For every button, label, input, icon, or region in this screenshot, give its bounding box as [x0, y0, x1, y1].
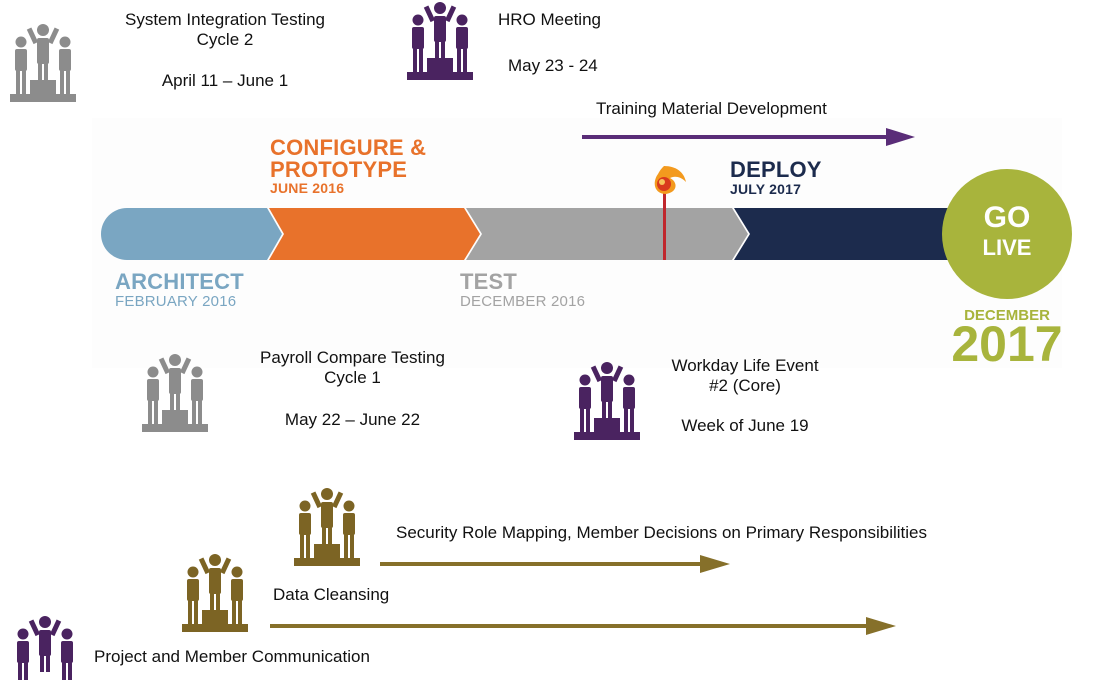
deploy-label: DEPLOY JULY 2017 [730, 159, 822, 197]
payroll-date: May 22 – June 22 [284, 409, 421, 429]
test-date: DECEMBER 2016 [460, 292, 586, 310]
configure-title-line2: PROTOTYPE [270, 156, 408, 182]
fireball-marker-icon [654, 166, 686, 260]
people-podium-icon [407, 2, 473, 80]
test-title: TEST [460, 269, 518, 294]
architect-date: FEBRUARY 2016 [115, 292, 237, 310]
training-label: Training Material Development [596, 99, 827, 118]
configure-segment [269, 208, 480, 260]
workday-event: Workday Life Event #2 (Core) Week of Jun… [625, 356, 865, 436]
go-live-circle: GO LIVE [942, 169, 1072, 299]
people-podium-icon [182, 554, 248, 632]
sit-title-line2: Cycle 2 [196, 30, 254, 50]
cleansing-arrow [270, 617, 896, 635]
people-podium-icon [10, 24, 76, 102]
communication-label: Project and Member Communication [94, 647, 370, 666]
workday-date: Week of June 19 [681, 415, 809, 435]
cleansing-milestone-icon [182, 554, 248, 632]
timeline-bar [101, 208, 972, 260]
test-label: TEST DECEMBER 2016 [460, 271, 585, 310]
people-podium-icon [294, 488, 360, 566]
hro-date: May 23 - 24 [508, 56, 598, 75]
architect-title: ARCHITECT [115, 269, 244, 294]
configure-title-line1: CONFIGURE & [270, 135, 427, 160]
go-live-line1: GO [983, 201, 1031, 234]
security-milestone-icon [294, 488, 360, 566]
security-arrow [380, 555, 730, 573]
workday-title-line2: #2 (Core) [709, 376, 781, 396]
workday-milestone-icon [574, 362, 640, 440]
people-podium-icon [574, 362, 640, 440]
workday-title-line1: Workday Life Event [671, 356, 819, 375]
payroll-title-line2: Cycle 1 [324, 368, 381, 388]
hro-title: HRO Meeting [498, 10, 601, 29]
communication-milestone-icon [17, 616, 73, 680]
architect-segment [101, 208, 282, 260]
people-podium-icon [142, 354, 208, 432]
go-live-line2: LIVE [982, 235, 1032, 260]
sit-milestone-icon [10, 24, 76, 102]
training-arrow [582, 128, 915, 146]
sit-title-line1: System Integration Testing [124, 10, 325, 29]
hro-milestone-icon [407, 2, 473, 80]
deploy-title: DEPLOY [730, 157, 822, 182]
architect-label: ARCHITECT FEBRUARY 2016 [115, 271, 244, 310]
security-label: Security Role Mapping, Member Decisions … [396, 523, 927, 542]
payroll-event: Payroll Compare Testing Cycle 1 May 22 –… [215, 348, 490, 430]
people-podium-icon [17, 616, 73, 680]
test-segment [466, 208, 748, 260]
cleansing-label: Data Cleansing [273, 585, 390, 604]
configure-date: JUNE 2016 [270, 180, 345, 197]
go-live-year: 2017 [951, 316, 1063, 372]
deploy-segment [734, 208, 972, 260]
payroll-milestone-icon [142, 354, 208, 432]
sit-date: April 11 – June 1 [161, 70, 289, 90]
configure-label: CONFIGURE & PROTOTYPE JUNE 2016 [270, 137, 426, 196]
go-live-month: DECEMBER [964, 307, 1050, 324]
sit-event: System Integration Testing Cycle 2 April… [80, 10, 370, 91]
deploy-date: JULY 2017 [730, 180, 802, 197]
payroll-title-line1: Payroll Compare Testing [260, 348, 445, 367]
